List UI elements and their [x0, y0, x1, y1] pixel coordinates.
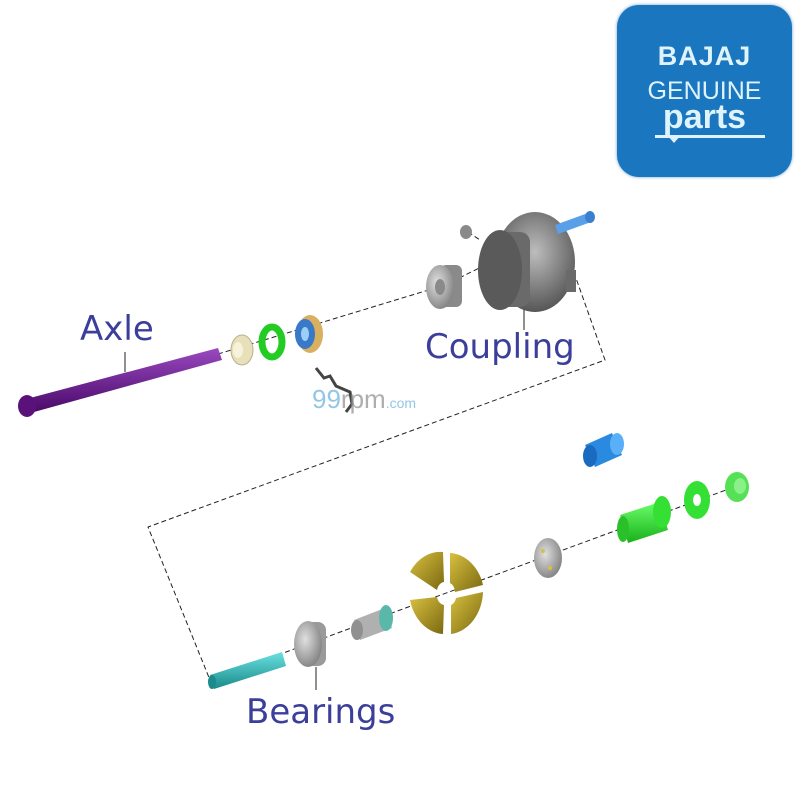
rubber-damper-part [410, 551, 483, 634]
watermark-suffix: .com [385, 395, 417, 411]
axle-label: Axle [80, 309, 154, 349]
green-washer-part [684, 481, 710, 519]
wheel-bearing-part [294, 621, 326, 690]
green-nut-part [725, 472, 749, 502]
bajaj-genuine-parts-logo: BAJAJ GENUINE parts [617, 5, 792, 177]
axle-part [18, 348, 222, 417]
logo-arrow-icon [667, 135, 681, 143]
coupling-label: Coupling [425, 327, 575, 367]
logo-underline [655, 135, 765, 138]
coupling-nut-part [460, 225, 472, 239]
spacer-collar-part [230, 334, 254, 366]
coupling-bearing-part [426, 265, 462, 309]
oil-seal-part [295, 315, 323, 353]
logo-brand: BAJAJ [657, 41, 752, 71]
bearings-label: Bearings [246, 692, 396, 732]
coupling-bolt-part [555, 211, 595, 234]
coupling-hub-part [478, 212, 576, 330]
watermark: 99rpm.com [312, 384, 416, 415]
spacer-part [351, 605, 393, 640]
hub-bearing-part [534, 538, 562, 578]
blue-bushing-part [583, 433, 624, 467]
teal-spindle-part [208, 652, 286, 689]
logo-genuine: GENUINE [647, 77, 762, 105]
o-ring-part [258, 323, 286, 361]
watermark-main: rpm [340, 384, 386, 414]
watermark-prefix: 99 [312, 384, 341, 414]
logo-parts: parts [662, 98, 747, 136]
retaining-clip-part [314, 367, 354, 413]
green-sleeve-part [617, 496, 671, 543]
